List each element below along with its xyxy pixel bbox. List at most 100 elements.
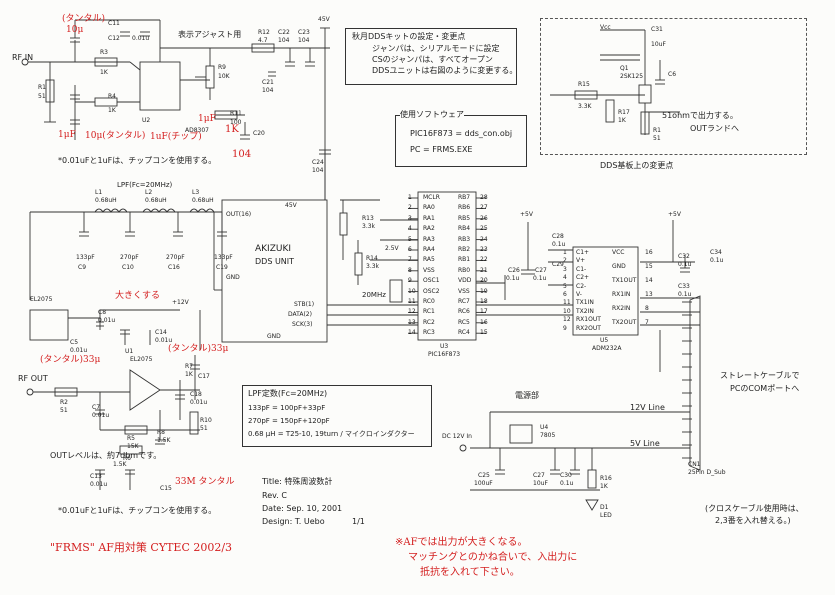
cross-note-1: (クロスケーブル使用時は、 [705,504,804,513]
r10-label: R10 [200,417,212,424]
lpf-const-line-1: 133pF = 100pF+33pF [248,404,326,412]
r16-value: 1K [600,483,608,490]
r1-label: R1 [38,84,46,91]
pic.left_pins-pin-name: RC1 [423,308,435,316]
adm.left_pins-pin-name: RX1OUT [576,316,601,324]
pic.right_pins-pin-name: RC5 [458,318,470,326]
adm.left_pins-pin-name: RX2OUT [576,324,601,332]
c23-value: 104 [298,37,310,44]
l1-label: L1 [95,189,103,196]
pic-5v: +5V [520,211,533,218]
notes-title: 秋月DDSキットの設定・変更点 [352,32,466,41]
dds-r1: R1 [653,127,661,134]
r11-value: 100 [230,119,242,126]
chip-note-bottom: *0.01uFと1uFは、チップコンを使用する。 [58,506,217,515]
c19-label: C19 [216,264,228,271]
c23-label: C23 [298,29,310,36]
pic.right_pins-pin-number: 20 [480,277,488,285]
adm.left_pins-pin-number: 2 [563,257,567,265]
adm.right_pins-pin-number: 16 [645,249,653,256]
power-12v-line: 12V Line [630,403,665,412]
c24-value: 104 [312,167,324,174]
pic.left_pins-pin-name: RC2 [423,318,435,326]
notes-line-3: DDSユニットは右図のように変更する。 [372,66,518,75]
c30-label: C30 [560,472,572,479]
dds-c6: C6 [668,71,677,78]
pic.right_pins-pin-name: RC6 [458,308,470,316]
pic.right_pins-pin-number: 21 [480,266,488,274]
adm.left_pins-pin-number: 5 [563,282,567,290]
c18-label: C18 [190,391,202,398]
hw-tantal-33m-c: 33M タンタル [175,477,235,487]
pic.right_pins-pin-number: 18 [480,298,488,305]
pic.right_pins-pin-name: RC4 [458,329,470,337]
pic.left_pins-pin-number: 4 [408,225,412,233]
supply-45v: 45V [318,16,330,23]
c9-value: 133pF [76,254,95,261]
dds-board-inset [540,18,807,155]
pic.left_pins-pin-number: 7 [408,256,412,264]
r13-value: 3.3k [362,223,376,230]
pic.right_pins-pin-number: 26 [480,214,488,222]
adm.right_pins-pin-name: VCC [612,249,625,256]
rf-out-label: RF OUT [18,374,48,383]
c14-label: C14 [155,329,167,336]
hw-af-note-1: ※AFでは出力が大きくなる。 [395,537,528,548]
adm.left_pins-pin-name: C1- [576,265,587,273]
adm.left_pins-pin-number: 6 [563,291,567,298]
adm.left_pins-pin-name: C2- [576,282,587,290]
out-level-note: OUTレベルは、約7dbmです。 [50,451,162,460]
c30-value: 0.1u [560,480,574,487]
r4-label: R4 [108,93,116,100]
hw-10u: 10μ [66,25,84,35]
c32-label: C32 [678,253,690,260]
c28-label: C28 [552,233,564,240]
r3-label: R3 [100,49,108,56]
dds-vcc: Vcc [600,24,611,31]
dds-r15-val: 3.3K [578,103,592,110]
adm.left_pins-pin-number: 9 [563,324,567,332]
pic.left_pins-pin-name: MCLR [423,194,440,201]
l3-value: 0.68uH [192,197,214,204]
c24-label: C24 [312,159,324,166]
r13-label: R13 [362,215,374,222]
dds-r1-val: 51 [653,135,661,142]
r8-value: 1.5K [157,437,171,444]
r2-label: R2 [60,399,68,406]
c27b-value: 0.1u [533,275,547,282]
power-5v-line: 5V Line [630,439,660,448]
dds-gnd-left: GND [226,274,240,281]
pic.right_pins-pin-name: VDD [458,277,472,285]
r16-label: R16 [600,475,612,482]
pic.left_pins-pin-number: 10 [408,287,416,295]
hw-af-note-2: マッチングとのかね合いで、入出力に [408,552,578,563]
cn1-label: CN1 [688,461,701,468]
pic.right_pins-pin-name: RB4 [458,225,471,233]
c11-label: C11 [108,20,120,27]
pic.left_pins-pin-number: 2 [408,204,412,212]
el2075-top: EL2075 [30,296,53,303]
lpf-const-line-2: 270pF = 150pF+120pF [248,417,330,425]
cable-note-2: PCのCOMポートへ [730,384,800,393]
adm.right_pins-pin-number: 14 [645,277,653,284]
c26-value: 0.1u [506,275,520,282]
title-block-rev: Rev. C [262,491,287,500]
c19-value: 133pF [214,254,233,261]
title-block-date: Date: Sep. 10, 2001 [262,504,343,513]
adjust-label: 表示アジャスト用 [178,30,242,39]
dds-title-1: AKIZUKI [255,244,292,254]
dds-r15: R15 [578,81,590,88]
r7-value: 1K [185,371,193,378]
hw-tantal-33m-b: (タンタル)33μ [168,344,229,354]
pic.right_pins-pin-name: RB1 [458,256,471,264]
pic.right_pins-pin-number: 24 [480,235,488,243]
lpf-const-box [242,385,432,447]
pic.right_pins-pin-number: 16 [480,318,488,326]
c27-value: 10uF [533,480,548,487]
r9-label: R9 [218,64,226,71]
adm.right_pins-pin-number: 15 [645,263,653,270]
u4-label: U4 [540,424,549,431]
c21-value: 104 [262,87,274,94]
hw-1k: 1K [225,124,239,135]
c22-label: C22 [278,29,290,36]
